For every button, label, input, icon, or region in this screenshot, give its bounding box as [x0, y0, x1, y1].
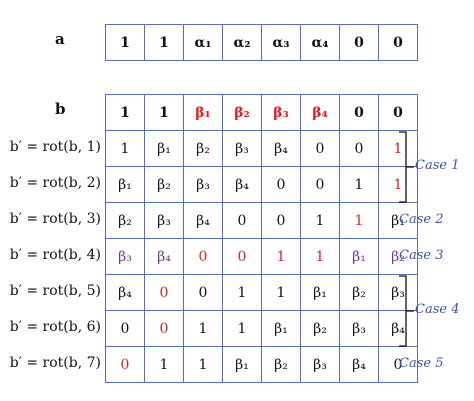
- rotation-row-1: 1 β₁ β₂ β₃ β₄ 0 0 1: [105, 130, 418, 167]
- cell: 0: [261, 202, 301, 239]
- cell: 0: [339, 24, 379, 61]
- cell: 0: [339, 94, 379, 131]
- case1-brace-icon: [399, 131, 414, 203]
- cell: β₁: [261, 310, 301, 347]
- cell: β₁: [300, 274, 340, 311]
- cell: β₃: [183, 166, 223, 203]
- cell: β₂: [183, 130, 223, 167]
- cell: 0: [378, 346, 418, 383]
- cell: β₄: [144, 238, 184, 275]
- cell: β₄: [300, 94, 340, 131]
- cell: 0: [300, 130, 340, 167]
- cell: 0: [183, 238, 223, 275]
- cell: β₂: [144, 166, 184, 203]
- cell: β₄: [183, 202, 223, 239]
- rotation-label-6: b′ = rot(b, 6): [9, 319, 101, 335]
- cell: β₂: [300, 310, 340, 347]
- vector-b-table: 1 1 β₁ β₂ β₃ β₄ 0 0 1 β₁ β₂ β₃ β₄ 0 0 1 …: [105, 94, 418, 383]
- cell: β₄: [105, 274, 145, 311]
- cell: 1: [183, 310, 223, 347]
- rotation-row-5: β₄ 0 0 1 1 β₁ β₂ β₃: [105, 274, 418, 311]
- rotation-label-7: b′ = rot(b, 7): [9, 355, 101, 371]
- cell: 0: [144, 310, 184, 347]
- case2-label: Case 2: [399, 212, 444, 227]
- cell: 1: [222, 274, 262, 311]
- cell: β₂: [261, 346, 301, 383]
- cell: 1: [105, 130, 145, 167]
- rotation-row-6: 0 0 1 1 β₁ β₂ β₃ β₄: [105, 310, 418, 347]
- cell: 0: [183, 274, 223, 311]
- case1-label: Case 1: [415, 158, 460, 173]
- cell: 1: [300, 238, 340, 275]
- rotation-label-1: b′ = rot(b, 1): [9, 139, 101, 155]
- rotation-row-3: β₂ β₃ β₄ 0 0 1 1 β₁: [105, 202, 418, 239]
- cell: β₂: [339, 274, 379, 311]
- rotation-label-5: b′ = rot(b, 5): [9, 283, 101, 299]
- cell: β₃: [339, 310, 379, 347]
- cell: β₁: [144, 130, 184, 167]
- cell: 1: [339, 166, 379, 203]
- cell: β₂: [378, 238, 418, 275]
- cell: β₁: [339, 238, 379, 275]
- cell: 0: [300, 166, 340, 203]
- rotation-label-4: b′ = rot(b, 4): [9, 247, 101, 263]
- cell: β₁: [222, 346, 262, 383]
- cell: 0: [222, 238, 262, 275]
- rotation-label-2: b′ = rot(b, 2): [9, 175, 101, 191]
- cell: β₂: [222, 94, 262, 131]
- cell: α₁: [183, 24, 223, 61]
- rotation-row-4: β₃ β₄ 0 0 1 1 β₁ β₂: [105, 238, 418, 275]
- cell: β₄: [261, 130, 301, 167]
- row-a-label: a: [55, 30, 65, 48]
- cell: 1: [300, 202, 340, 239]
- cell: 1: [339, 202, 379, 239]
- cell: β₃: [378, 274, 418, 311]
- cell: 0: [144, 274, 184, 311]
- cell: α₃: [261, 24, 301, 61]
- cell: 1: [144, 24, 184, 61]
- cell: 0: [261, 166, 301, 203]
- cell: 0: [339, 130, 379, 167]
- cell: β₄: [222, 166, 262, 203]
- cell: 1: [144, 346, 184, 383]
- cell: 1: [144, 94, 184, 131]
- vector-a-row: 1 1 α₁ α₂ α₃ α₄ 0 0: [105, 24, 418, 61]
- rotation-label-3: b′ = rot(b, 3): [9, 211, 101, 227]
- rotation-row-7: 0 1 1 β₁ β₂ β₃ β₄ 0: [105, 346, 418, 383]
- cell: 1: [261, 274, 301, 311]
- case4-label: Case 4: [415, 302, 460, 317]
- cell: 1: [261, 238, 301, 275]
- cell: α₂: [222, 24, 262, 61]
- cell: β₃: [261, 94, 301, 131]
- cell: 1: [105, 24, 145, 61]
- cell: 0: [378, 24, 418, 61]
- cell: β₄: [378, 310, 418, 347]
- cell: β₃: [144, 202, 184, 239]
- cell: 0: [378, 94, 418, 131]
- cell: β₃: [222, 130, 262, 167]
- case4-brace-icon: [399, 275, 414, 347]
- cell: 0: [222, 202, 262, 239]
- cell: 1: [378, 130, 418, 167]
- cell: β₃: [105, 238, 145, 275]
- vector-a-table: 1 1 α₁ α₂ α₃ α₄ 0 0: [105, 24, 418, 61]
- cell: β₃: [300, 346, 340, 383]
- case5-label: Case 5: [399, 356, 444, 371]
- cell: 1: [222, 310, 262, 347]
- cell: β₄: [339, 346, 379, 383]
- row-b-label: b: [55, 100, 66, 118]
- cell: β₁: [183, 94, 223, 131]
- case3-label: Case 3: [399, 248, 444, 263]
- cell: α₄: [300, 24, 340, 61]
- rotation-row-2: β₁ β₂ β₃ β₄ 0 0 1 1: [105, 166, 418, 203]
- cell: β₁: [105, 166, 145, 203]
- cell: 1: [105, 94, 145, 131]
- cell: 0: [105, 310, 145, 347]
- cell: 0: [105, 346, 145, 383]
- cell: 1: [183, 346, 223, 383]
- cell: β₂: [105, 202, 145, 239]
- vector-b-row: 1 1 β₁ β₂ β₃ β₄ 0 0: [105, 94, 418, 131]
